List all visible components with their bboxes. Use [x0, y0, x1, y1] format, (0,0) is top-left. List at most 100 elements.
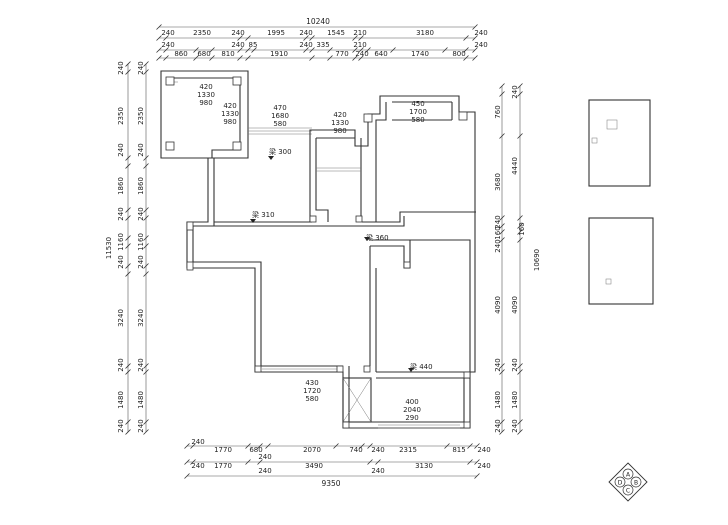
dimension-tick — [125, 61, 131, 67]
dim-right-r1: 1480 — [494, 391, 502, 409]
dimension-tick — [245, 35, 251, 41]
dimension-tick — [156, 35, 162, 41]
dimension-tick — [257, 443, 263, 449]
dim-bottom-r1: 240 — [191, 438, 204, 446]
dim-right-r1: 160 — [494, 226, 502, 239]
window-label: 1330 — [197, 91, 215, 99]
dimension-tick — [367, 459, 373, 465]
dimension-tick — [474, 459, 480, 465]
dim-left-r1: 240 — [117, 255, 125, 268]
dimension-tick — [499, 215, 505, 221]
dim-right-r1: 3680 — [494, 173, 502, 191]
dimension-tick — [251, 47, 257, 53]
dimension-tick — [442, 47, 448, 53]
dim-bottom-r1: 740 — [349, 446, 362, 454]
dimension-tick — [467, 443, 473, 449]
dimension-tick — [499, 419, 505, 425]
dim-right-r2: 240 — [511, 419, 519, 432]
dimension-tick — [463, 47, 469, 53]
dim-bottom-r2: 1770 — [214, 462, 232, 470]
dim-top-r2: 335 — [316, 41, 329, 49]
dim-left-r1: 240 — [117, 419, 125, 432]
dimension-tick — [265, 443, 271, 449]
dimension-tick — [143, 155, 149, 161]
dimension-tick — [499, 229, 505, 235]
dimension-tick — [352, 55, 358, 61]
dim-bottom-r2: 3130 — [415, 462, 433, 470]
window-label: 980 — [333, 127, 346, 135]
elevation-box-upper — [588, 99, 651, 187]
dimension-tick — [245, 459, 251, 465]
dim-top-r1: 2350 — [193, 29, 211, 37]
dim-bottom-r2: 240 — [191, 462, 204, 470]
dimension-tick — [193, 55, 199, 61]
dimension-tick — [143, 235, 149, 241]
dim-top-r1: 240 — [474, 29, 487, 37]
dimension-tick — [125, 207, 131, 213]
bottom-dimensions: 240 1770 680 240 2070 740 240 2315 815 2… — [184, 438, 491, 488]
dimension-tick — [352, 35, 358, 41]
dimension-tick — [125, 155, 131, 161]
dimension-tick — [474, 473, 480, 479]
dimension-tick — [163, 55, 169, 61]
dim-top-r2: 240 — [231, 41, 244, 49]
window-label: 430 — [305, 379, 318, 387]
beam-marker-icon — [408, 368, 414, 372]
dimension-tick — [358, 55, 364, 61]
dimension-tick — [390, 47, 396, 53]
dimension-tick — [143, 429, 149, 435]
dim-bottom-r2: 240 — [371, 467, 384, 475]
dim-bottom-r1: 240 — [477, 446, 490, 454]
beam-marker-icon — [250, 219, 256, 223]
dim-top-r2: 770 — [335, 50, 348, 58]
dim-top-r2: 240 — [161, 41, 174, 49]
beam-marker-icon — [268, 156, 274, 160]
dimension-tick — [517, 133, 523, 139]
dim-left-r1: 240 — [117, 61, 125, 74]
dimension-tick — [184, 473, 190, 479]
dim-right-r1: 240 — [494, 215, 502, 228]
dimension-tick — [143, 363, 149, 369]
dim-left-r2: 2350 — [137, 107, 145, 125]
dimension-tick — [499, 133, 505, 139]
dimension-tick — [517, 91, 523, 97]
dimension-tick — [237, 47, 243, 53]
window-label: 580 — [411, 116, 424, 124]
dimension-tick — [209, 47, 215, 53]
dim-left-r1: 240 — [117, 207, 125, 220]
dimension-tick — [143, 369, 149, 375]
dimension-tick — [517, 363, 523, 369]
dim-bottom-r1: 680 — [249, 446, 262, 454]
dimension-tick — [467, 459, 473, 465]
dimension-tick — [125, 263, 131, 269]
dim-left-r1: 1480 — [117, 391, 125, 409]
dim-bottom-r1: 240 — [371, 446, 384, 454]
dim-left-r2: 240 — [137, 255, 145, 268]
dimension-tick — [193, 47, 199, 53]
dim-top-r2: 810 — [221, 50, 234, 58]
dimension-tick — [499, 363, 505, 369]
dimension-tick — [163, 35, 169, 41]
dim-right-r2: 4440 — [511, 157, 519, 175]
dim-right-r1: 240 — [494, 419, 502, 432]
dimension-tick — [463, 55, 469, 61]
dimension-tick — [517, 237, 523, 243]
dim-bottom-r1: 2315 — [399, 446, 417, 454]
dimension-tick — [303, 47, 309, 53]
elevation-box-lower — [588, 217, 654, 305]
dimension-tick — [358, 35, 364, 41]
dimension-tick — [375, 459, 381, 465]
window-label: 580 — [305, 395, 318, 403]
dim-right-r1: 760 — [494, 105, 502, 118]
dim-left-r2: 240 — [137, 207, 145, 220]
dimension-tick — [352, 47, 358, 53]
dimension-tick — [499, 91, 505, 97]
dim-top-total: 10240 — [306, 17, 330, 26]
dim-left-r1: 240 — [117, 143, 125, 156]
dimension-tick — [184, 459, 190, 465]
dimension-tick — [499, 429, 505, 435]
top-dimensions: 10240 240 2350 240 1995 240 1545 210 318… — [156, 17, 488, 61]
dimension-tick — [143, 263, 149, 269]
dimension-tick — [365, 47, 371, 53]
dimension-tick — [143, 271, 149, 277]
